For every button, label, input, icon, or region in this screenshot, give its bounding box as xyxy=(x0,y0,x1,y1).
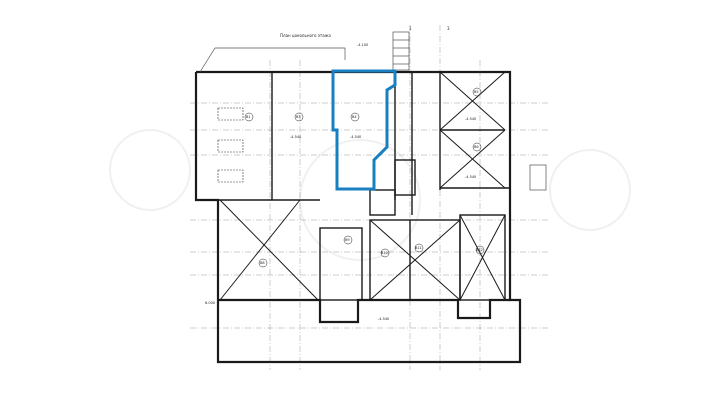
room-number: B10 xyxy=(381,251,388,255)
room-number: B12 xyxy=(476,248,483,252)
room-number: B8 xyxy=(260,261,265,265)
watermark-logo xyxy=(109,129,631,261)
void-crosses xyxy=(219,71,506,301)
parking-stalls xyxy=(217,107,244,183)
room-number: B6 xyxy=(474,145,479,149)
highlighted-premises[interactable] xyxy=(331,69,397,191)
level-mark: -4.540 xyxy=(378,317,389,321)
level-mark: -4.100 xyxy=(357,43,368,47)
level-mark: -4.540 xyxy=(465,175,476,179)
outer-walls xyxy=(194,70,522,364)
level-mark: -4.540 xyxy=(350,135,361,139)
axis-label-3: 3 xyxy=(447,26,450,31)
inner-walls xyxy=(218,72,510,301)
level-mark: 6.000 xyxy=(205,301,215,305)
level-mark: -4.540 xyxy=(290,135,301,139)
entrance-ramp xyxy=(199,47,346,73)
stairs xyxy=(392,31,547,191)
room-number: B1 xyxy=(246,115,251,119)
room-number: B4 xyxy=(352,115,357,119)
room-number: B3 xyxy=(296,115,301,119)
plan-title: План цокольного этажа xyxy=(280,33,331,38)
axis-label-1: 1 xyxy=(409,26,412,31)
room-number: B9 xyxy=(345,238,350,242)
level-mark: -4.540 xyxy=(465,117,476,121)
room-number: B11 xyxy=(415,246,422,250)
room-markers xyxy=(244,87,485,268)
room-number: B5 xyxy=(474,90,479,94)
